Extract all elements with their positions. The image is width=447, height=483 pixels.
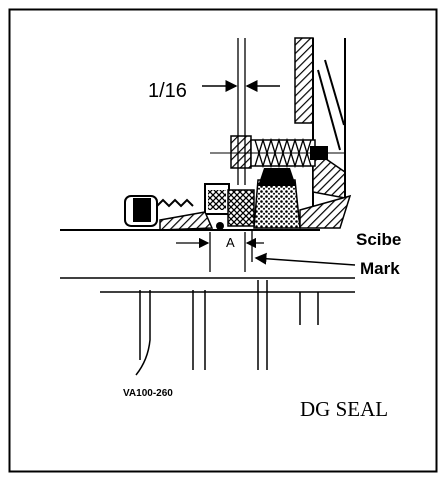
seal-packing xyxy=(253,168,352,229)
figure-code-label: VA100-260 xyxy=(123,388,173,399)
mark-label: Mark xyxy=(360,259,400,278)
diagram-title: DG SEAL xyxy=(300,397,389,421)
seal-components xyxy=(124,183,255,231)
outer-border xyxy=(8,8,438,473)
housing-plate xyxy=(294,37,346,215)
dimension-a xyxy=(176,232,264,272)
dimension-1-16 xyxy=(202,38,280,185)
shaft xyxy=(60,229,355,376)
scribe-label: Scibe xyxy=(356,230,402,249)
bolt xyxy=(210,135,345,169)
dimension-label: 1/16 xyxy=(148,80,187,102)
gap-a-label: A xyxy=(226,235,235,250)
scribe-mark-leader xyxy=(251,230,356,266)
